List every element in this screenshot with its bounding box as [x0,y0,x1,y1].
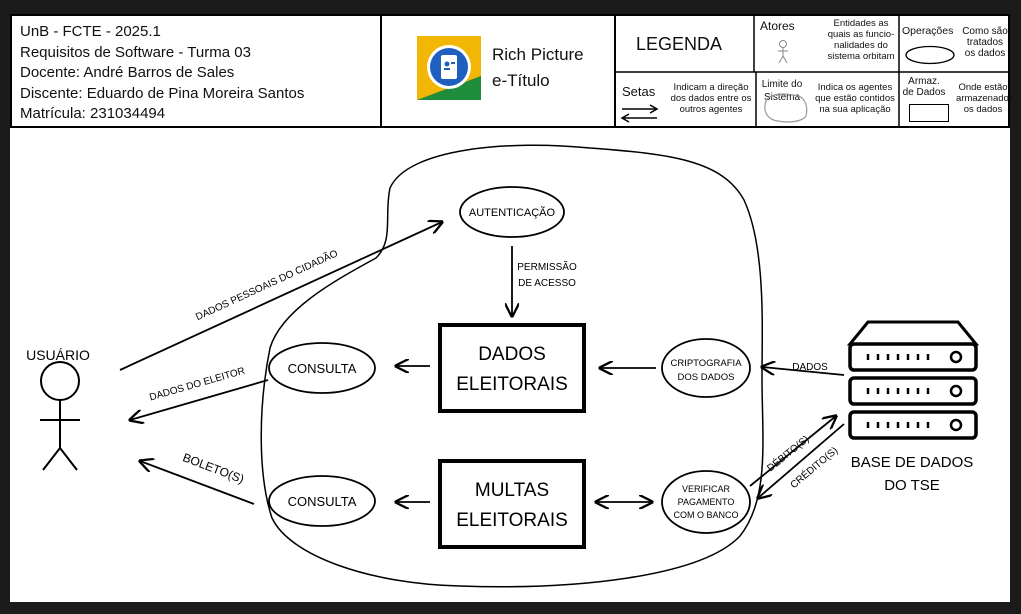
legend-atores-desc: Entidades as quais as funcio-nalidades d… [827,18,895,62]
diagram-canvas: USUÁRIO AUTENTICAÇÃO PERMISSÃO DE ACESSO… [26,144,980,588]
data-store-legend-icon [909,104,949,122]
consulta-dados-label: CONSULTA [288,361,357,376]
legend-limite-label: Limite do Sistema [761,79,803,103]
title-line-1: Rich Picture [492,45,584,64]
dados-eleitor-label: DADOS DO ELEITOR [148,366,246,404]
dados-eleitorais-label-2: ELEITORAIS [456,374,568,395]
permissao-label-1: PERMISSÃO [517,260,577,273]
consulta-multas-label: CONSULTA [288,494,357,509]
dados-eleitorais-label-1: DADOS [478,344,546,365]
actor-small-icon [778,40,788,64]
dados-eleitorais-store [438,323,586,413]
verificar-pagamento-operation [661,470,751,534]
info-line-registration: Matrícula: 231034494 [20,105,166,123]
double-arrow-icon [620,104,659,123]
diagram-title: Rich Picture e-Título [492,42,584,94]
header-title: Rich Picture e-Título [380,14,616,128]
autenticacao-operation [459,186,565,238]
info-line-course: Requisitos de Software - Turma 03 [20,43,251,61]
user-actor-label: USUÁRIO [26,347,90,363]
legend-title: LEGENDA [636,34,723,54]
dados-pessoais-arrow [119,222,442,371]
tse-database-label-2: DO TSE [884,477,940,494]
credito-arrow [758,423,845,498]
permissao-label-2: DE ACESSO [518,278,576,289]
dados-eleitor-arrow [130,379,269,420]
consulta-dados-operation [268,342,376,394]
title-line-2: e-Título [492,71,550,90]
multas-eleitorais-label-2: ELEITORAIS [456,510,568,531]
legend: LEGENDA Atores Entidades as quais as fun… [614,14,1014,128]
consulta-multas-operation [268,475,376,527]
legend-operacoes-desc: Como são tratados os dados [962,26,1008,59]
system-boundary [260,144,764,588]
multas-eleitorais-label-1: MULTAS [475,480,549,501]
legend-atores-label: Atores [760,19,795,33]
legend-setas-label: Setas [622,84,656,99]
tse-database-server-icon [846,320,980,440]
boleto-arrow [140,461,255,505]
legend-setas-desc: Indicam a direção dos dados entre os out… [670,82,752,115]
e-titulo-logo-icon [417,36,481,100]
system-boundary-icon [764,93,808,123]
user-actor-icon [40,361,80,471]
criptografia-operation [661,338,751,398]
verificar-label-2: PAGAMENTO [678,497,735,507]
autenticacao-label: AUTENTICAÇÃO [469,206,556,219]
dados-tse-label: DADOS [792,362,828,373]
dados-tse-arrow [762,367,845,376]
legend-grid [616,16,1008,126]
verificar-label-1: VERIFICAR [682,484,731,494]
info-line-student: Discente: Eduardo de Pina Moreira Santos [20,84,305,102]
debito-arrow [749,416,836,487]
legend-limite-desc: Indica os agentes que estão contidos na … [815,82,895,115]
multas-eleitorais-store [438,459,586,549]
debito-label: DÉBITO(S) [764,432,811,474]
legend-armaz-desc: Onde estão armazenados os dados [956,82,1014,115]
info-line-teacher: Docente: André Barros de Sales [20,64,235,82]
ellipse-legend-icon [905,45,955,65]
dados-pessoais-label: DADOS PESSOAIS DO CIDADÃO [193,246,339,323]
legend-armaz-label: Armaz. de Dados [902,76,946,98]
header-info: UnB - FCTE - 2025.1 Requisitos de Softwa… [10,14,382,128]
rich-picture-sheet: UnB - FCTE - 2025.1 Requisitos de Softwa… [10,14,1014,602]
info-line-institution: UnB - FCTE - 2025.1 [20,23,161,40]
legend-operacoes-label: Operações [902,25,954,37]
verificar-label-3: COM O BANCO [673,510,738,520]
tse-database-label-1: BASE DE DADOS [851,454,974,471]
criptografia-label-1: CRIPTOGRAFIA [670,358,742,369]
criptografia-label-2: DOS DADOS [677,372,734,383]
